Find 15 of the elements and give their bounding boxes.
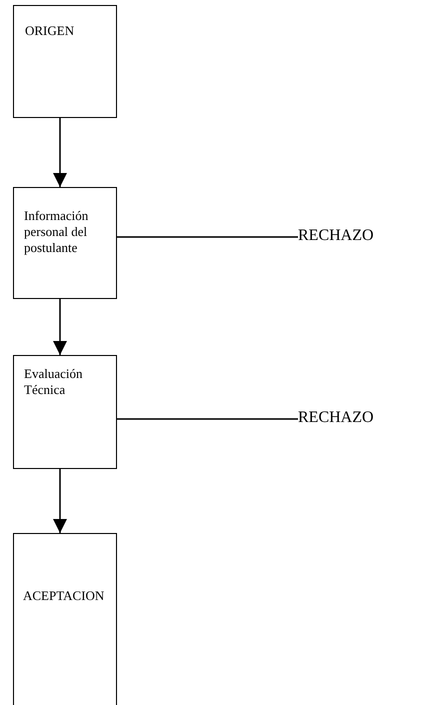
outcome-label: RECHAZO	[298, 409, 374, 427]
arrow	[53, 299, 67, 355]
box-label: Información personal del postulante	[24, 208, 90, 256]
process-box	[13, 355, 117, 469]
connector-line	[117, 236, 298, 238]
box-label: Evaluación Técnica	[24, 366, 84, 398]
box-label: ORIGEN	[25, 23, 76, 39]
process-box	[13, 533, 117, 705]
connector-line	[117, 418, 298, 420]
process-box	[13, 187, 117, 299]
arrow	[53, 118, 67, 187]
box-label: ACEPTACION	[23, 588, 106, 604]
process-box	[13, 5, 117, 118]
outcome-label: RECHAZO	[298, 227, 374, 245]
arrow	[53, 469, 67, 533]
